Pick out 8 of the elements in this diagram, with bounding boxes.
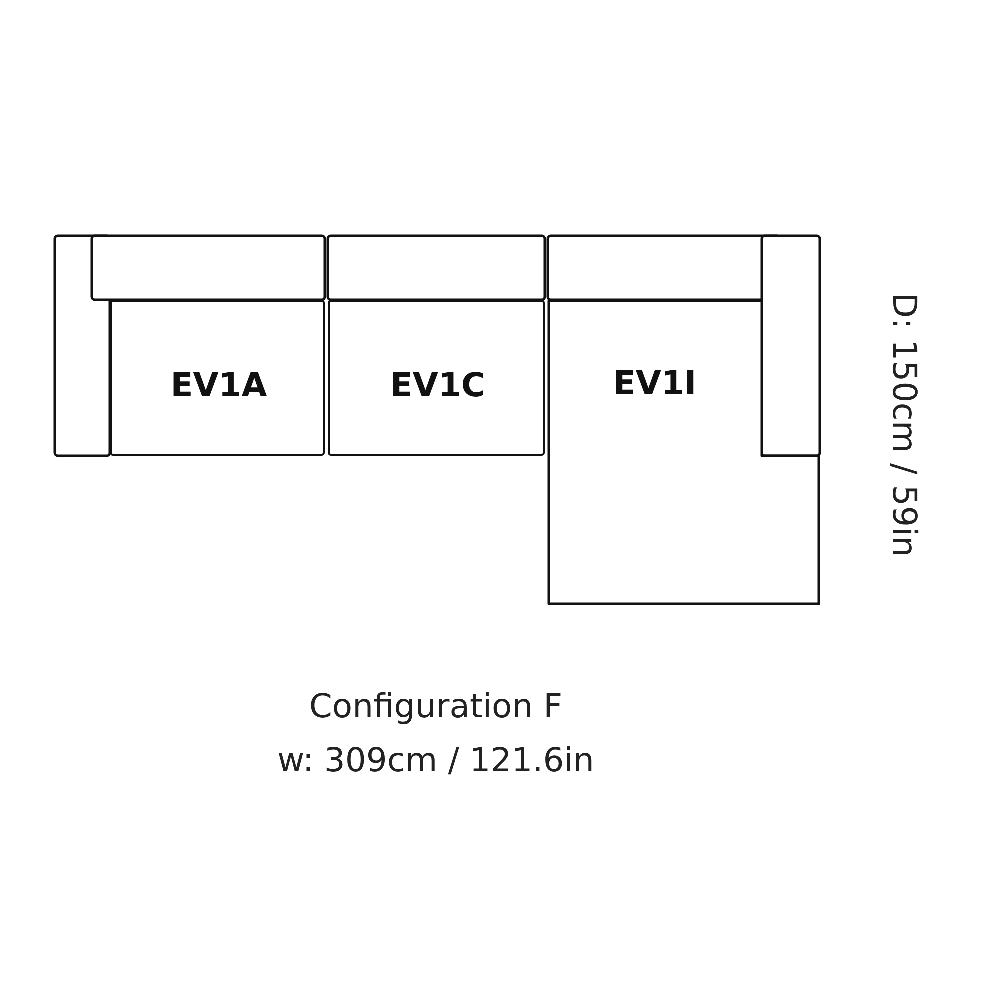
- depth-dimension: D: 150cm / 59in: [886, 292, 924, 558]
- seat-module: [110, 300, 325, 456]
- module-code: EV1I: [613, 364, 697, 402]
- module-code: EV1A: [170, 366, 268, 404]
- width-dimension: w: 309cm / 121.6in: [278, 740, 594, 780]
- seat-module: [328, 300, 545, 456]
- module-code: EV1C: [390, 366, 486, 404]
- configuration-name: Configuration F: [309, 686, 563, 726]
